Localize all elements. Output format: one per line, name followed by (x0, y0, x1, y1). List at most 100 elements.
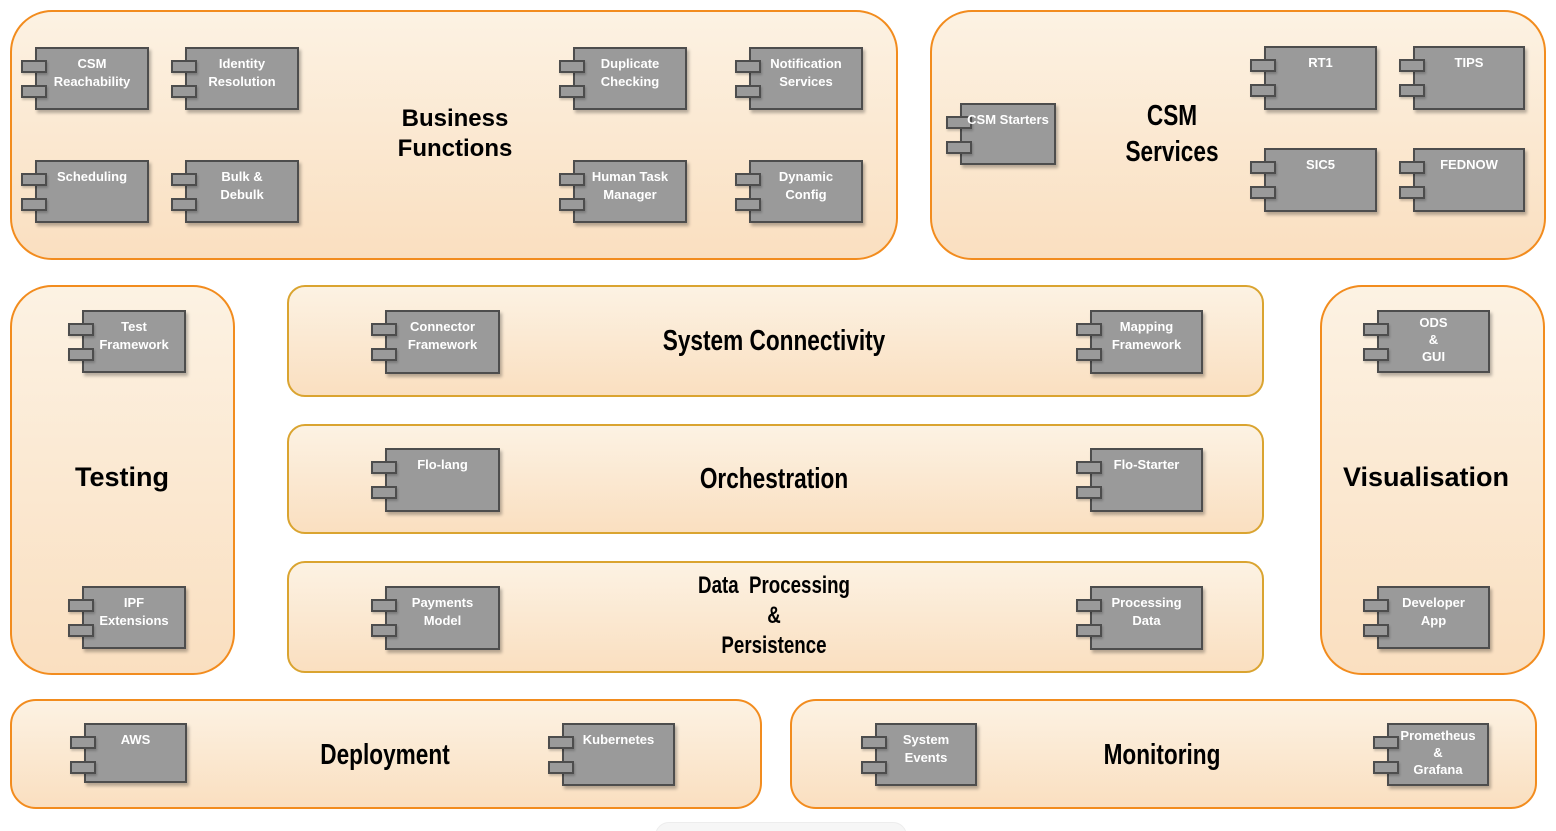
component-duplicate-checking: Duplicate Checking (559, 47, 687, 110)
component-port-tab (171, 198, 197, 211)
component-port-tab (861, 736, 887, 749)
component-port-tab (171, 85, 197, 98)
component-test-framework: Test Framework (68, 310, 186, 373)
component-sic5: SIC5 (1250, 148, 1377, 212)
component-port-tab (21, 198, 47, 211)
viewer-toolbar[interactable] (655, 822, 907, 831)
component-ipf-extensions: IPF Extensions (68, 586, 186, 649)
component-label-fednow: FEDNOW (1440, 157, 1498, 172)
component-label-dynamic-config: Dynamic Config (778, 169, 834, 202)
component-port-tab (1399, 186, 1425, 199)
component-port-tab (1076, 348, 1102, 361)
component-label-system-events: System Events (902, 732, 950, 765)
component-port-tab (1076, 323, 1102, 336)
component-port-tab (548, 761, 574, 774)
component-port-tab (371, 348, 397, 361)
component-label-connector-framework: Connector Framework (407, 319, 478, 352)
component-port-tab (735, 173, 761, 186)
component-flo-lang: Flo-lang (371, 448, 500, 512)
component-aws: AWS (70, 723, 187, 783)
component-port-tab (548, 736, 574, 749)
component-port-tab (559, 173, 585, 186)
component-port-tab (70, 736, 96, 749)
component-port-tab (1363, 323, 1389, 336)
component-scheduling: Scheduling (21, 160, 149, 223)
component-port-tab (70, 761, 96, 774)
component-port-tab (735, 198, 761, 211)
component-port-tab (371, 323, 397, 336)
component-port-tab (68, 348, 94, 361)
component-port-tab (1250, 84, 1276, 97)
component-label-developer-app: Developer App (1402, 595, 1465, 628)
component-port-tab (68, 599, 94, 612)
component-human-task-manager: Human Task Manager (559, 160, 687, 223)
container-title-deployment: Deployment (320, 738, 450, 771)
component-port-tab (68, 624, 94, 637)
component-processing-data: Processing Data (1076, 586, 1203, 650)
component-bulk-debulk: Bulk & Debulk (171, 160, 299, 223)
component-port-tab (21, 173, 47, 186)
container-title-testing: Testing (75, 462, 169, 493)
container-title-csm-services: CSM Services (1125, 99, 1219, 168)
component-port-tab (371, 599, 397, 612)
component-port-tab (1363, 599, 1389, 612)
component-port-tab (1076, 599, 1102, 612)
component-label-kubernetes: Kubernetes (582, 732, 655, 747)
container-title-business-functions: Business Functions (397, 105, 513, 162)
component-port-tab (559, 198, 585, 211)
component-port-tab (861, 761, 887, 774)
component-tips: TIPS (1399, 46, 1525, 110)
component-label-sic5: SIC5 (1306, 157, 1335, 172)
component-port-tab (21, 60, 47, 73)
component-rt1: RT1 (1250, 46, 1377, 110)
component-label-duplicate-checking: Duplicate Checking (600, 56, 660, 89)
component-port-tab (68, 323, 94, 336)
container-title-visualisation: Visualisation (1342, 462, 1510, 493)
component-csm-reachability: CSM Reachability (21, 47, 149, 110)
component-port-tab (1399, 161, 1425, 174)
component-port-tab (371, 624, 397, 637)
component-label-flo-lang: Flo-lang (417, 457, 468, 472)
component-label-ods-gui: ODS & GUI (1419, 315, 1448, 364)
component-port-tab (735, 85, 761, 98)
component-mapping-framework: Mapping Framework (1076, 310, 1203, 374)
component-port-tab (946, 116, 972, 129)
component-port-tab (559, 85, 585, 98)
component-port-tab (946, 141, 972, 154)
component-port-tab (371, 486, 397, 499)
component-port-tab (371, 461, 397, 474)
component-label-payments-model: Payments Model (411, 595, 474, 628)
component-system-events: System Events (861, 723, 977, 786)
component-csm-starters: CSM Starters (946, 103, 1056, 165)
component-label-csm-reachability: CSM Reachability (53, 56, 131, 89)
component-flo-starter: Flo-Starter (1076, 448, 1203, 512)
component-dynamic-config: Dynamic Config (735, 160, 863, 223)
container-title-monitoring: Monitoring (1103, 738, 1221, 771)
component-port-tab (735, 60, 761, 73)
component-port-tab (1076, 486, 1102, 499)
component-label-prometheus-grafana: Prometheus & Grafana (1400, 728, 1476, 777)
component-ods-gui: ODS & GUI (1363, 310, 1490, 373)
component-identity-resolution: Identity Resolution (171, 47, 299, 110)
component-connector-framework: Connector Framework (371, 310, 500, 374)
component-fednow: FEDNOW (1399, 148, 1525, 212)
component-kubernetes: Kubernetes (548, 723, 675, 786)
component-label-human-task-manager: Human Task Manager (591, 169, 669, 202)
component-prometheus-grafana: Prometheus & Grafana (1373, 723, 1489, 786)
component-port-tab (1373, 736, 1399, 749)
component-port-tab (171, 173, 197, 186)
component-label-tips: TIPS (1454, 55, 1484, 70)
container-title-orchestration: Orchestration (699, 462, 849, 495)
component-notification-services: Notification Services (735, 47, 863, 110)
component-port-tab (1399, 84, 1425, 97)
component-label-bulk-debulk: Bulk & Debulk (220, 169, 264, 202)
component-port-tab (1250, 59, 1276, 72)
component-port-tab (1363, 624, 1389, 637)
component-label-mapping-framework: Mapping Framework (1111, 319, 1182, 352)
component-label-ipf-extensions: IPF Extensions (99, 595, 169, 628)
component-port-tab (1076, 461, 1102, 474)
component-label-processing-data: Processing Data (1111, 595, 1182, 628)
component-port-tab (1363, 348, 1389, 361)
component-label-csm-starters: CSM Starters (967, 112, 1049, 127)
